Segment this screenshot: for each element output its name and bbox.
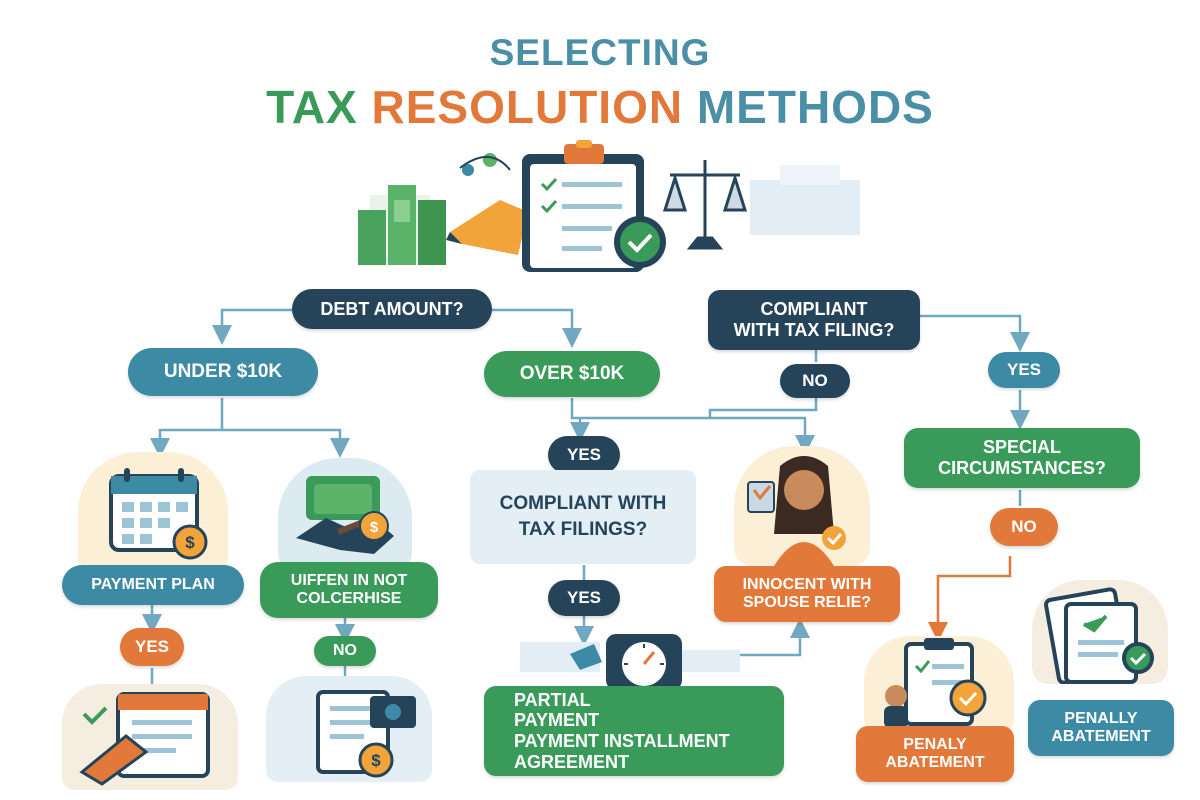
compliant-filings-node: COMPLIANT WITH TAX FILINGS? — [470, 470, 696, 564]
title-word-methods: METHODS — [696, 81, 934, 133]
partial-line1: PARTIAL — [514, 689, 591, 710]
payment-plan-node: PAYMENT PLAN — [62, 565, 244, 605]
woman-illustration — [734, 446, 870, 566]
documents-illustration-right — [1032, 580, 1168, 685]
compliant-filings-line2: TAX FILINGS? — [518, 519, 648, 540]
debt-amount-node: DEBT AMOUNT? — [292, 289, 492, 329]
scales-icon — [662, 160, 748, 250]
penalty-right-line2: ABATEMENT — [1051, 728, 1151, 745]
penalty-right-line1: PENALLY — [1064, 709, 1138, 727]
partial-line2: PAYMENT — [514, 710, 600, 731]
title-word-resolution: RESOLUTION — [371, 81, 684, 133]
check-badge-icon — [614, 216, 666, 268]
partial-line4: AGREEMENT — [514, 751, 630, 772]
yes-right-node: YES — [988, 352, 1060, 388]
special-line1: SPECIAL — [982, 437, 1061, 458]
compliant-tax-filing-line2: WITH TAX FILING? — [733, 320, 895, 340]
svg-text:$: $ — [371, 751, 381, 770]
hero-illustration — [350, 140, 870, 275]
yes-center-lower-node: YES — [548, 580, 620, 616]
title-line-2: TAX RESOLUTION METHODS — [0, 80, 1200, 134]
handshake-icon: $ — [296, 476, 394, 554]
special-circumstances-node: SPECIAL CIRCUMSTANCES? — [904, 428, 1140, 488]
svg-text:$: $ — [185, 533, 195, 552]
clipboard-check-icon — [522, 140, 644, 272]
yes-center-node: YES — [548, 436, 620, 474]
stopwatch-illustration — [520, 630, 750, 690]
innocent-line2: SPOUSE RELIE? — [742, 594, 872, 611]
over-10k-node: OVER $10K — [484, 351, 660, 397]
yes-left-node: YES — [120, 628, 184, 666]
partial-payment-installment-node: PARTIAL PAYMENT PAYMENT INSTALLMENT AGRE… — [484, 686, 784, 776]
penalty-illustration-left — [864, 636, 1014, 732]
offer-line2: COLCERHISE — [296, 590, 402, 607]
calendar-illustration: $ — [78, 452, 228, 578]
handshake-illustration: $ — [278, 458, 412, 576]
document-pen-illustration — [62, 684, 238, 790]
no-right-node: NO — [990, 508, 1058, 546]
compliant-filings-line1: COMPLIANT WITH — [499, 493, 667, 515]
penalty-abatement-left-node: PENALY ABATEMENT — [856, 726, 1014, 782]
woman-icon — [747, 456, 846, 566]
innocent-line1: INNOCENT WITH — [742, 575, 872, 593]
documents-icon — [1044, 587, 1154, 685]
compliant-tax-filing-line1: COMPLIANT — [760, 299, 868, 320]
calendar-icon: $ — [109, 468, 208, 560]
stopwatch-icon — [520, 634, 740, 690]
title-line-1: SELECTING — [489, 32, 711, 73]
title-word-tax: TAX — [266, 81, 358, 133]
money-icon — [358, 185, 446, 265]
offer-in-compromise-node: UIFFEN IN NOT COLCERHISE — [260, 562, 438, 618]
under-10k-node: UNDER $10K — [128, 348, 318, 396]
penalty-left-line2: ABATEMENT — [885, 754, 985, 771]
document-coin-illustration: $ — [266, 676, 432, 782]
special-line2: CIRCUMSTANCES? — [938, 458, 1106, 478]
penalty-abatement-right-node: PENALLY ABATEMENT — [1028, 700, 1174, 756]
svg-text:$: $ — [370, 519, 379, 536]
compliant-tax-filing-node: COMPLIANT WITH TAX FILING? — [708, 290, 920, 350]
innocent-spouse-node: INNOCENT WITH SPOUSE RELIE? — [714, 566, 900, 622]
penalty-left-line1: PENALY — [903, 735, 967, 753]
no-left-node: NO — [314, 636, 376, 666]
offer-line1: UIFFEN IN NOT — [290, 571, 408, 589]
no-top-node: NO — [780, 364, 850, 398]
partial-line3: PAYMENT INSTALLMENT — [514, 731, 730, 751]
